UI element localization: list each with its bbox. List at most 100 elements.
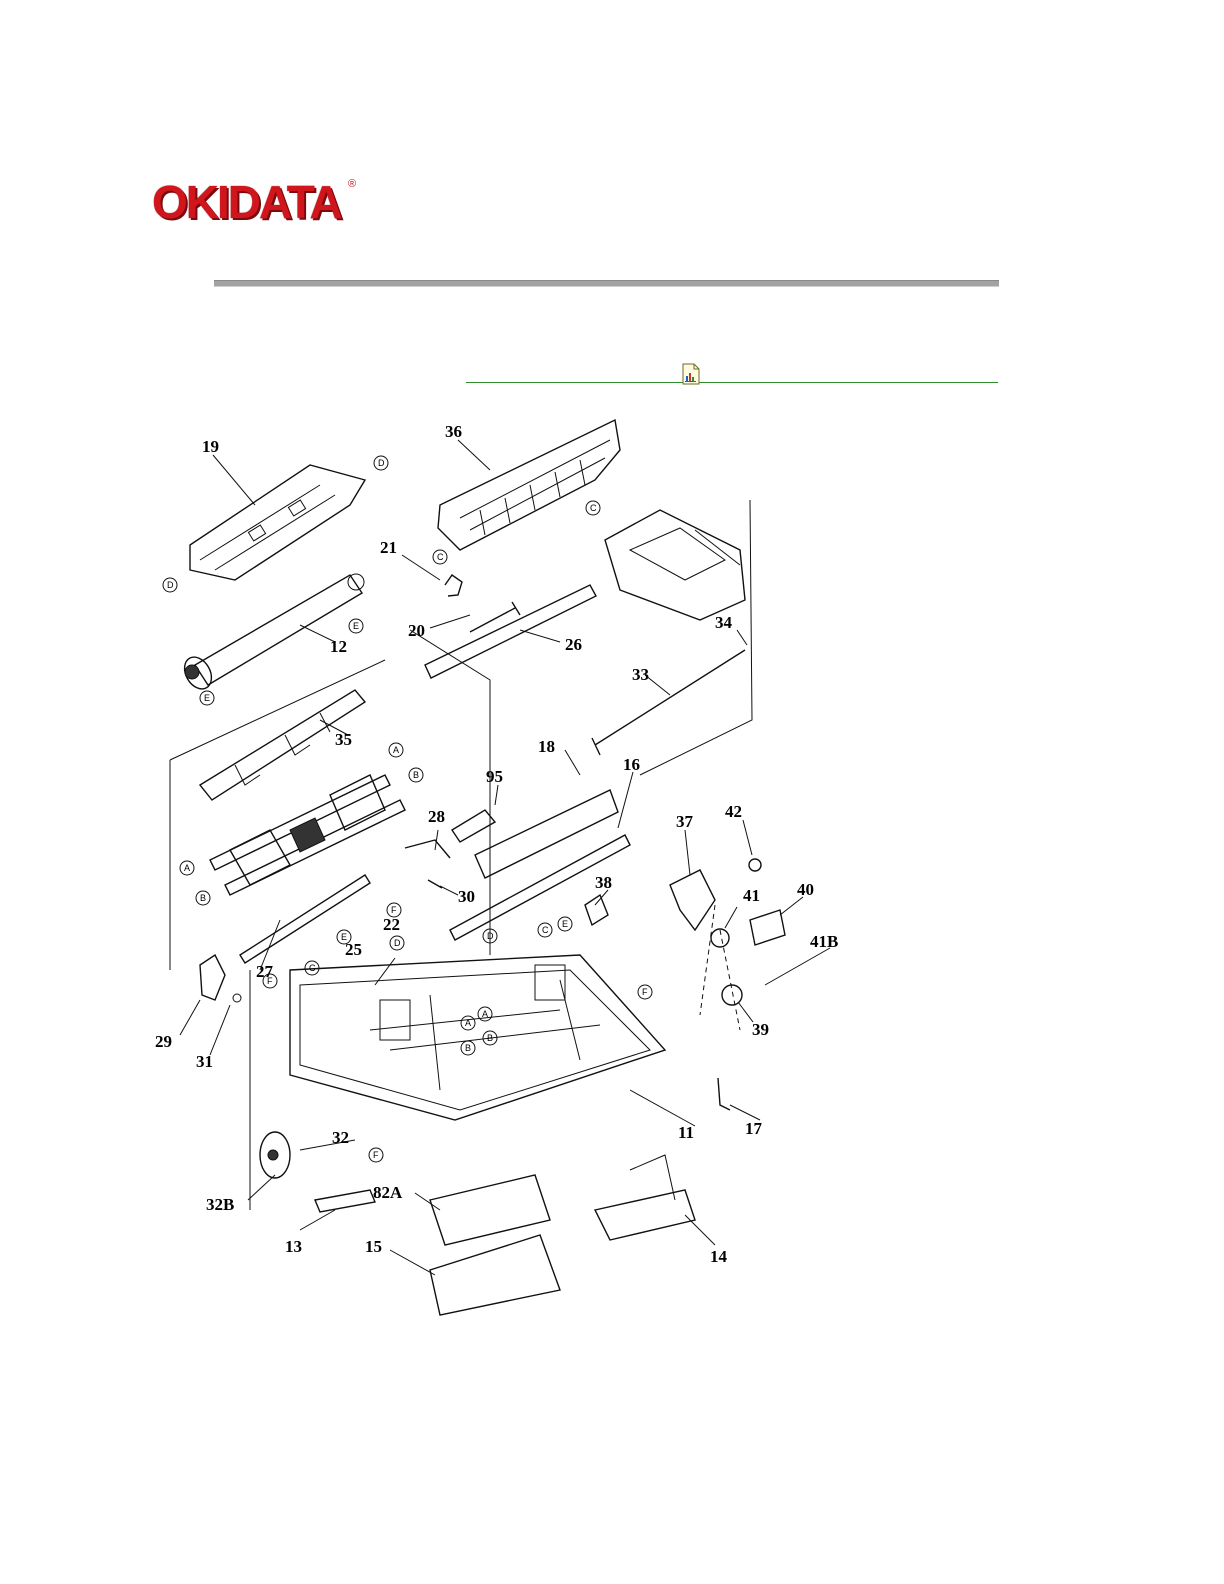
part-13-bar bbox=[315, 1190, 375, 1212]
svg-text:F: F bbox=[373, 1150, 379, 1160]
connector-E-3: E bbox=[337, 930, 351, 944]
svg-text:E: E bbox=[341, 932, 347, 942]
label-22: 22 bbox=[383, 915, 400, 934]
label-41B: 41B bbox=[810, 932, 838, 951]
svg-text:D: D bbox=[167, 580, 174, 590]
svg-text:B: B bbox=[487, 1033, 493, 1043]
connector-D-2: D bbox=[163, 578, 177, 592]
svg-text:A: A bbox=[184, 863, 190, 873]
part-21-spring bbox=[445, 575, 462, 596]
part-42-screw bbox=[749, 859, 761, 871]
label-11: 11 bbox=[678, 1123, 694, 1142]
svg-text:E: E bbox=[353, 621, 359, 631]
part-29-gear bbox=[200, 955, 225, 1000]
part-37-bracket bbox=[670, 870, 715, 930]
svg-text:D: D bbox=[378, 458, 385, 468]
connector-F-4: F bbox=[369, 1148, 383, 1162]
label-38: 38 bbox=[595, 873, 612, 892]
svg-text:C: C bbox=[309, 963, 316, 973]
connector-B-2: B bbox=[196, 891, 210, 905]
part-26-shaft bbox=[425, 585, 596, 678]
label-95: 95 bbox=[486, 767, 503, 786]
svg-text:A: A bbox=[482, 1009, 488, 1019]
registered-mark: ® bbox=[348, 178, 356, 190]
label-13: 13 bbox=[285, 1237, 302, 1256]
part-19-cover bbox=[190, 465, 365, 580]
label-15: 15 bbox=[365, 1237, 382, 1256]
part-14-tray bbox=[595, 1190, 695, 1240]
label-82A: 82A bbox=[373, 1183, 403, 1202]
label-14: 14 bbox=[710, 1247, 728, 1266]
label-36: 36 bbox=[445, 422, 462, 441]
connector-E-1: E bbox=[349, 619, 363, 633]
label-35: 35 bbox=[335, 730, 352, 749]
connector-E-2: E bbox=[200, 691, 214, 705]
svg-text:C: C bbox=[542, 925, 549, 935]
svg-text:F: F bbox=[391, 905, 397, 915]
part-32-motor bbox=[260, 1132, 290, 1178]
label-29: 29 bbox=[155, 1032, 172, 1051]
part-11-frame bbox=[290, 955, 665, 1120]
label-26: 26 bbox=[565, 635, 582, 654]
svg-text:C: C bbox=[590, 503, 597, 513]
label-16: 16 bbox=[623, 755, 640, 774]
part-82A-board bbox=[430, 1175, 550, 1245]
tractor-assembly bbox=[210, 775, 405, 895]
label-32: 32 bbox=[332, 1128, 349, 1147]
label-21: 21 bbox=[380, 538, 397, 557]
header-divider bbox=[214, 280, 999, 287]
connector-F-2: F bbox=[387, 903, 401, 917]
part-20-pin bbox=[470, 602, 520, 632]
part-30-spring bbox=[428, 880, 442, 888]
connector-A-1: A bbox=[389, 743, 403, 757]
label-37: 37 bbox=[676, 812, 694, 831]
part-15-tray bbox=[430, 1235, 560, 1315]
svg-text:F: F bbox=[642, 987, 648, 997]
connector-F-3: F bbox=[638, 985, 652, 999]
label-12: 12 bbox=[330, 637, 347, 656]
connector-C-2: C bbox=[586, 501, 600, 515]
svg-text:B: B bbox=[465, 1043, 471, 1053]
part-36-guide bbox=[438, 420, 620, 550]
svg-text:B: B bbox=[200, 893, 206, 903]
connector-B-3: B bbox=[461, 1041, 475, 1055]
part-38-holder bbox=[585, 895, 608, 925]
svg-text:A: A bbox=[393, 745, 399, 755]
section-link-rule bbox=[466, 382, 998, 383]
part-31-pin bbox=[233, 994, 241, 1002]
exploded-parts-diagram: 19 36 21 20 26 34 33 12 35 95 18 16 28 3… bbox=[140, 410, 860, 1330]
svg-text:E: E bbox=[204, 693, 210, 703]
part-18-plate bbox=[475, 790, 618, 878]
leader-lines bbox=[180, 440, 830, 1275]
label-34: 34 bbox=[715, 613, 733, 632]
svg-text:C: C bbox=[437, 552, 444, 562]
svg-text:F: F bbox=[267, 976, 273, 986]
connector-D-3: D bbox=[390, 936, 404, 950]
carriage-assembly bbox=[605, 510, 745, 620]
label-28: 28 bbox=[428, 807, 445, 826]
connector-A-2: A bbox=[180, 861, 194, 875]
svg-text:B: B bbox=[413, 770, 419, 780]
part-40-bracket bbox=[750, 910, 785, 945]
label-30: 30 bbox=[458, 887, 475, 906]
label-33: 33 bbox=[632, 665, 649, 684]
label-41: 41 bbox=[743, 886, 760, 905]
part-33-shaft bbox=[592, 650, 745, 755]
part-95-bracket bbox=[452, 810, 495, 842]
svg-text:A: A bbox=[465, 1018, 471, 1028]
part-12-roller bbox=[179, 574, 364, 694]
connector-B-1: B bbox=[409, 768, 423, 782]
part-28-lever bbox=[405, 840, 450, 858]
connector-C-4: C bbox=[538, 923, 552, 937]
label-18: 18 bbox=[538, 737, 555, 756]
label-42: 42 bbox=[725, 802, 742, 821]
label-31: 31 bbox=[196, 1052, 213, 1071]
logo-text: OKIDATA bbox=[152, 176, 341, 228]
document-icon[interactable] bbox=[681, 363, 701, 385]
label-39: 39 bbox=[752, 1020, 769, 1039]
connector-A-3: A bbox=[461, 1016, 475, 1030]
label-19: 19 bbox=[202, 437, 219, 456]
part-17-lever bbox=[718, 1078, 730, 1110]
svg-text:E: E bbox=[562, 919, 568, 929]
label-40: 40 bbox=[797, 880, 814, 899]
